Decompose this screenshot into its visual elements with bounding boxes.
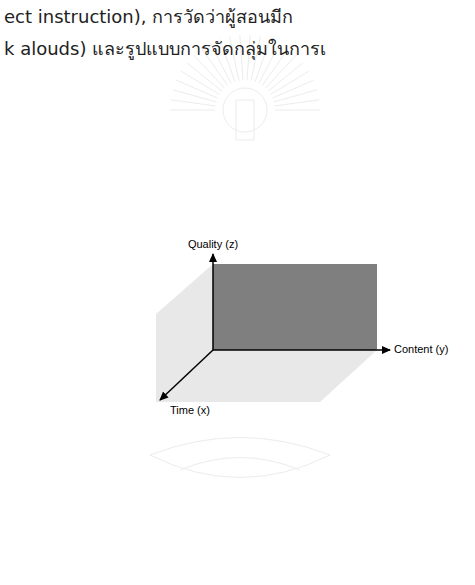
emblem-ray: [275, 110, 320, 111]
emblem-ray: [273, 80, 314, 98]
emblem-ray: [171, 100, 216, 106]
emblem-ray: [173, 90, 216, 102]
body-text-fragment: k alouds) และรูปแบบการจัดกลุ่มในการเ: [4, 34, 326, 63]
axis-label: Content (y): [394, 343, 448, 355]
watermark-emblem: [150, 35, 330, 477]
y-axis: [213, 349, 390, 351]
body-text-fragment: ect instruction), การวัดว่าผู้สอนมีก: [4, 2, 293, 31]
axis-label: Time (x): [170, 404, 210, 416]
back-face: [213, 264, 377, 350]
emblem-ray: [275, 100, 320, 106]
emblem-ray: [170, 110, 215, 111]
x-axis: [160, 350, 213, 400]
emblem-ray: [194, 55, 225, 88]
emblem-ray: [274, 90, 317, 102]
axis-label: Quality (z): [188, 238, 238, 250]
emblem-ray: [181, 71, 219, 94]
z-axis: [212, 254, 214, 350]
prism-volume: [156, 264, 377, 402]
